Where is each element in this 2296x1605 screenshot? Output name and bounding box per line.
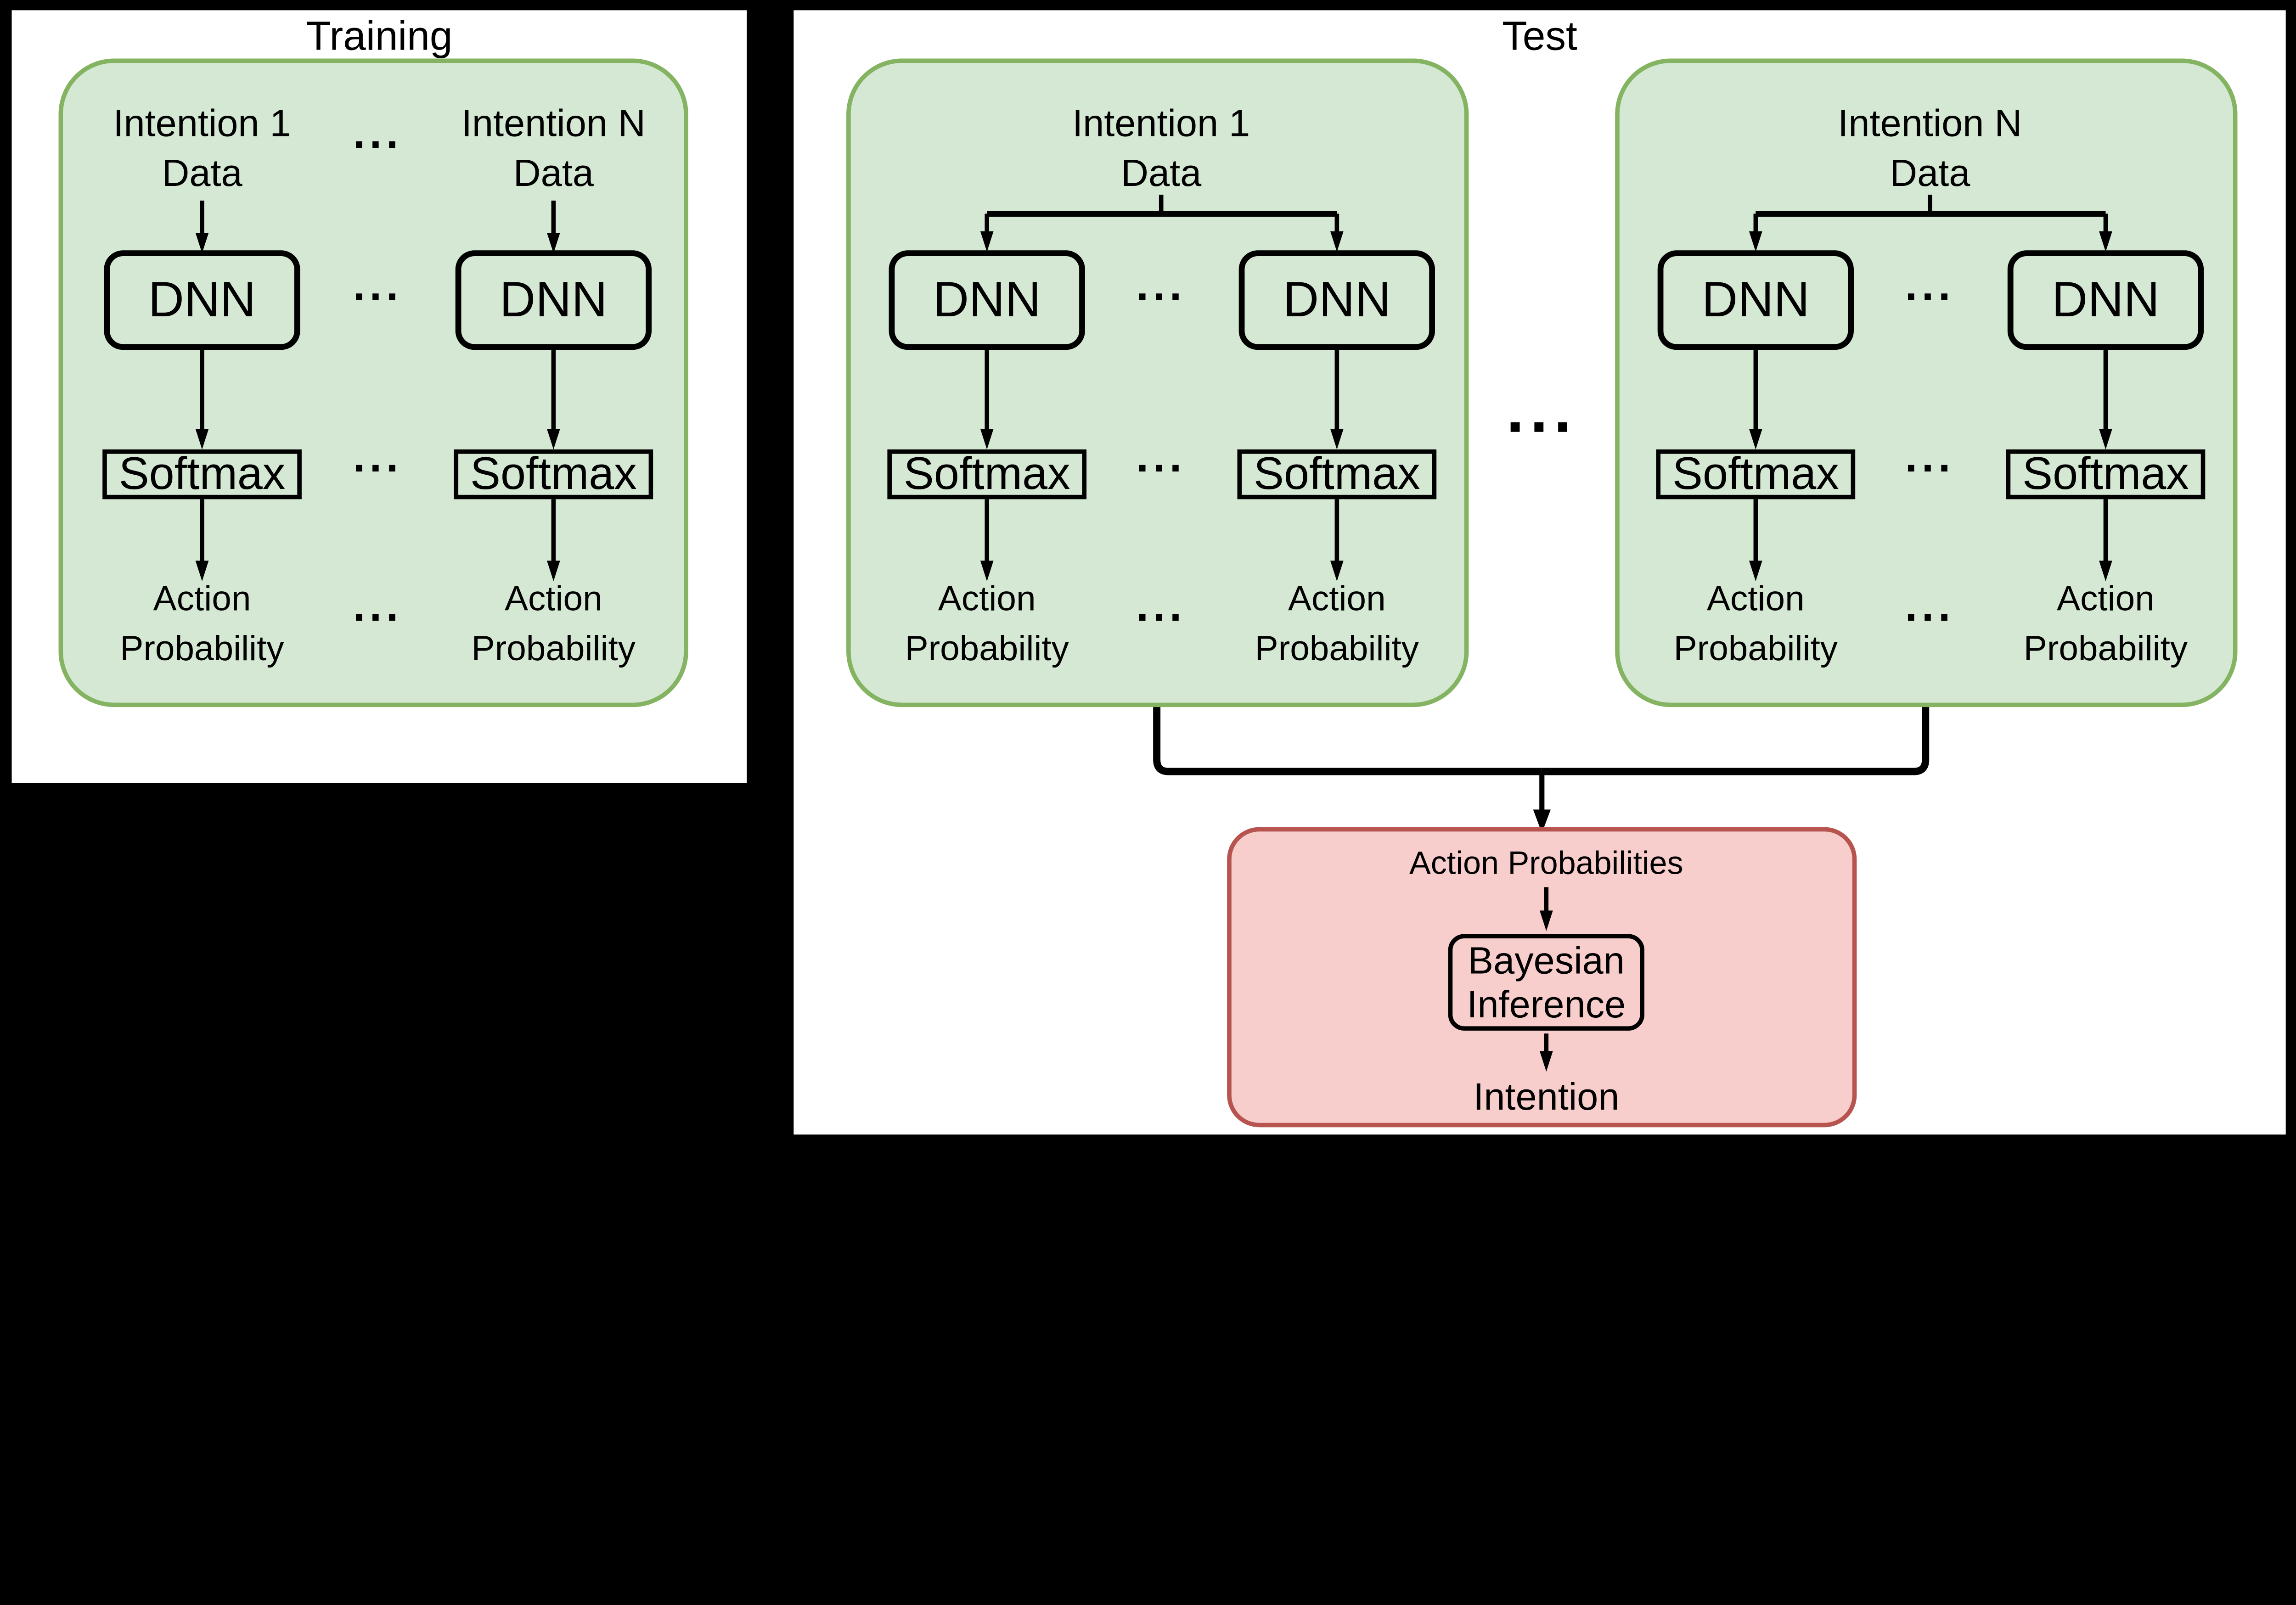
branch-connector [980, 195, 1344, 252]
training-title: Training [306, 13, 453, 59]
softmax-box: Softmax [1237, 448, 1437, 499]
dnn-label: DNN [1283, 271, 1391, 327]
intention-header: Intention N [1838, 101, 2022, 145]
data-label: Data [1890, 151, 1970, 195]
action-label: Action [1288, 579, 1386, 619]
intention-header: Intention 1 [113, 101, 291, 145]
down-arrow-connector [1330, 350, 1344, 449]
dnn-box: DNN [889, 250, 1085, 350]
dnn-box: DNN [1657, 250, 1854, 350]
action-label: Action [504, 579, 602, 619]
probability-label: Probability [905, 629, 1069, 669]
softmax-label: Softmax [118, 448, 286, 499]
intention-output-label: Intention [1473, 1074, 1620, 1119]
softmax-label: Softmax [1672, 448, 1839, 499]
down-arrow-connector [1539, 887, 1553, 932]
down-arrow-connector [1330, 499, 1344, 581]
softmax-box: Softmax [454, 448, 653, 499]
ellipsis: ... [353, 583, 403, 631]
down-arrow-connector [2099, 350, 2112, 449]
down-arrow-connector [195, 350, 209, 449]
down-arrow-connector [1539, 1033, 1553, 1072]
ellipsis: ... [353, 262, 403, 311]
down-arrow-connector [2099, 499, 2112, 581]
action-label: Action [153, 579, 251, 619]
ellipsis: ... [1136, 433, 1186, 482]
dnn-box: DNN [2007, 250, 2204, 350]
ellipsis: ... [1905, 433, 1955, 482]
down-arrow-connector [195, 499, 209, 581]
dnn-label: DNN [148, 271, 256, 327]
down-arrow-connector [195, 200, 209, 253]
ellipsis-between-groups: ... [1506, 375, 1578, 447]
softmax-box: Softmax [2006, 448, 2206, 499]
softmax-label: Softmax [1254, 448, 1420, 499]
ellipsis: ... [1905, 262, 1955, 311]
bayesian-label: Bayesian [1468, 938, 1625, 982]
test-group-box-intention-n: Intention N Data DNN DNN [1615, 58, 2238, 707]
softmax-label: Softmax [470, 448, 637, 499]
dnn-label: DNN [499, 271, 608, 327]
down-arrow-connector [1749, 499, 1762, 581]
action-label: Action [2057, 579, 2155, 619]
dnn-label: DNN [933, 271, 1041, 327]
ellipsis: ... [353, 110, 403, 158]
test-title: Test [1502, 13, 1577, 59]
test-group-box-intention-1: Intention 1 Data DNN DNN [846, 58, 1469, 707]
bayesian-inference-box: Bayesian Inference [1448, 934, 1644, 1031]
down-arrow-connector [547, 499, 560, 581]
action-label: Action [938, 579, 1036, 619]
bayesian-fusion-box: Action Probabilities Bayesian Inference … [1227, 827, 1857, 1128]
ellipsis: ... [353, 433, 403, 482]
probability-label: Probability [471, 629, 636, 669]
merge-connector [1153, 707, 1930, 833]
probability-label: Probability [1673, 629, 1838, 669]
down-arrow-connector [547, 350, 560, 449]
data-label: Data [1121, 151, 1202, 195]
down-arrow-connector [547, 200, 560, 253]
data-label: Data [162, 151, 242, 195]
ellipsis: ... [1136, 583, 1186, 631]
training-group-box: Intention 1 Data DNN Softmax Action Prob… [58, 58, 688, 707]
down-arrow-connector [1749, 350, 1762, 449]
intention-header: Intention 1 [1072, 101, 1250, 145]
dnn-label: DNN [1701, 271, 1810, 327]
probability-label: Probability [2023, 629, 2188, 669]
softmax-label: Softmax [903, 448, 1070, 499]
test-panel: Test Intention 1 Data DNN DNN [793, 10, 2286, 1135]
softmax-label: Softmax [2022, 448, 2189, 499]
action-probabilities-label: Action Probabilities [1409, 844, 1683, 881]
down-arrow-connector [980, 350, 994, 449]
data-label: Data [513, 151, 594, 195]
softmax-box: Softmax [1656, 448, 1856, 499]
probability-label: Probability [1255, 629, 1419, 669]
probability-label: Probability [120, 629, 284, 669]
intention-header: Intention N [461, 101, 646, 145]
figure-canvas: Training Intention 1 Data DNN Softmax Ac… [11, 10, 2286, 1135]
ellipsis: ... [1136, 262, 1186, 311]
softmax-box: Softmax [102, 448, 302, 499]
dnn-box: DNN [1238, 250, 1435, 350]
inference-label: Inference [1467, 982, 1626, 1027]
ellipsis: ... [1905, 583, 1955, 631]
softmax-box: Softmax [887, 448, 1087, 499]
branch-connector [1749, 195, 2112, 252]
training-panel: Training Intention 1 Data DNN Softmax Ac… [11, 10, 747, 783]
dnn-box: DNN [104, 250, 300, 350]
down-arrow-connector [980, 499, 994, 581]
dnn-box: DNN [455, 250, 652, 350]
action-label: Action [1706, 579, 1805, 619]
dnn-label: DNN [2051, 271, 2160, 327]
